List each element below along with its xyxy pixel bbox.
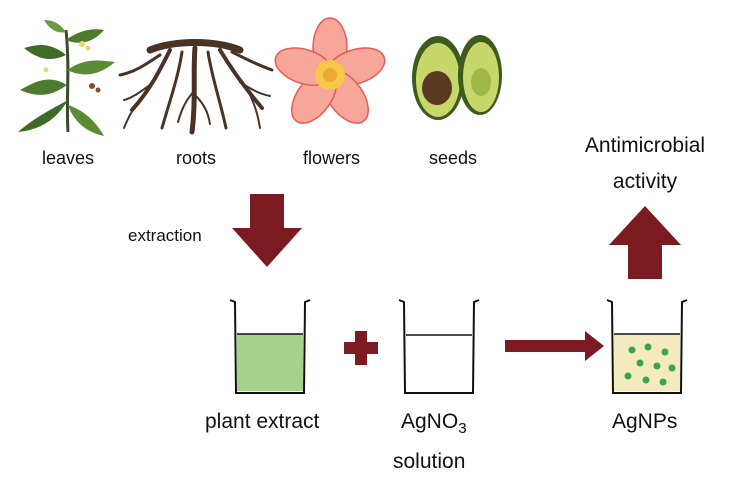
leaves-icon — [18, 20, 115, 136]
agno3-label: AgNO3 — [401, 410, 467, 437]
flower-icon — [274, 17, 386, 124]
roots-icon — [118, 39, 274, 135]
roots-label: roots — [176, 148, 217, 168]
leaves-label: leaves — [42, 148, 95, 168]
extraction-arrow — [232, 194, 302, 267]
avocado-seed-icon — [412, 35, 502, 120]
activity-arrow — [609, 206, 681, 279]
agnps-beaker — [606, 299, 688, 394]
extraction-label: extraction — [128, 226, 202, 245]
outcome-line1: Antimicrobial — [584, 134, 706, 157]
flowers-label: flowers — [303, 148, 361, 168]
seeds-label: seeds — [429, 148, 478, 168]
outcome-line2: activity — [612, 170, 678, 193]
agno3-subscript: 3 — [458, 420, 467, 438]
agnps-label: AgNPs — [612, 410, 678, 433]
agno3-main: AgNO — [401, 410, 459, 433]
solution-label: solution — [393, 450, 466, 473]
reaction-arrow — [505, 331, 604, 361]
plant-extract-beaker — [229, 299, 311, 394]
agno3-beaker — [398, 299, 480, 394]
plant-extract-label: plant extract — [205, 410, 320, 433]
plus-icon — [344, 331, 378, 365]
